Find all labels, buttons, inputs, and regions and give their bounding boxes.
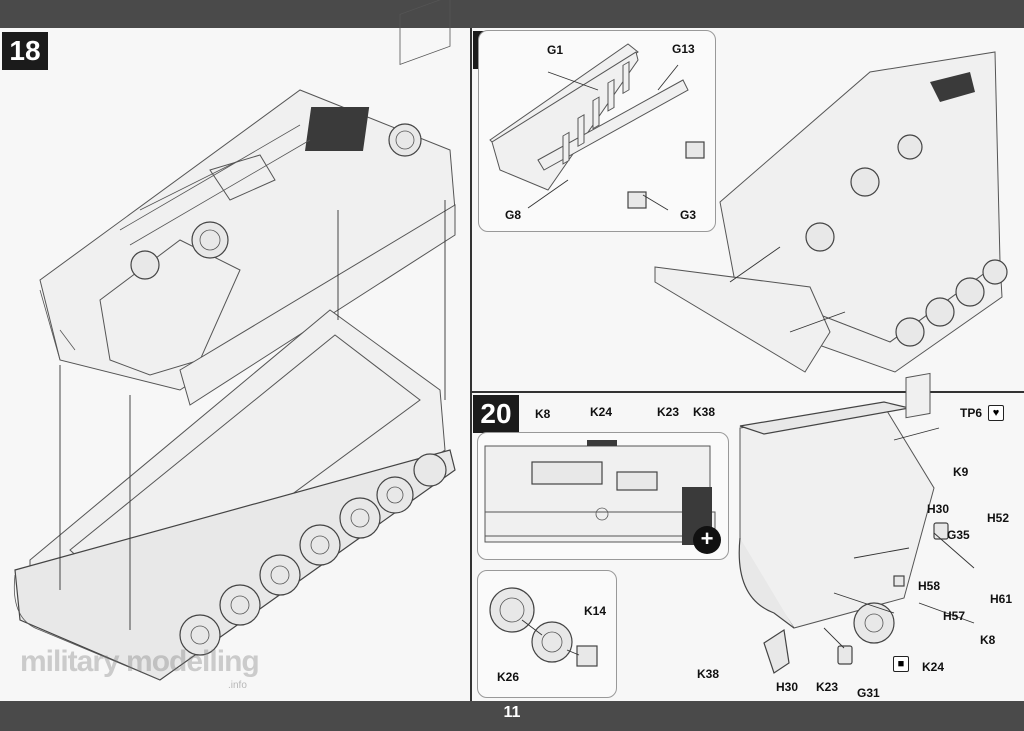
step-19-assembly-illustration (654, 51, 1008, 373)
step-20-wheel-illustration (489, 587, 598, 667)
zoom-in-icon: + (693, 526, 721, 554)
callout-k14: K14 (584, 604, 607, 618)
callout-k24-detail: K24 (922, 660, 945, 674)
glue-tube-icon: ■ (893, 656, 909, 672)
callout-k38-detail: K38 (697, 667, 720, 681)
callout-h57: H57 (943, 609, 966, 623)
callout-h61: H61 (990, 592, 1013, 606)
step-20-detail-illustration (738, 372, 975, 674)
callout-k26: K26 (497, 670, 520, 684)
paint-drop-icon: ♥ (988, 405, 1004, 421)
callout-h52: H52 (987, 511, 1010, 525)
step-18-number: 18 (2, 32, 48, 70)
callout-tp6: TP6 (960, 406, 983, 420)
divider-horizontal (472, 391, 1024, 393)
callout-h30: H30 (927, 502, 950, 516)
callout-k9: K9 (953, 465, 969, 479)
callout-g31: G31 (857, 686, 880, 700)
callout-k8-detail: K8 (980, 633, 996, 647)
callout-h30-detail: H30 (776, 680, 799, 694)
callout-h58: H58 (918, 579, 941, 593)
callout-k24: K24 (590, 405, 613, 419)
step-20-number: 20 (473, 395, 519, 433)
step-18-illustration (13, 0, 456, 681)
top-band (0, 0, 1024, 28)
step-20-rear-view-illustration (484, 440, 716, 545)
callout-g1: G1 (547, 43, 564, 57)
watermark: military modelling (20, 645, 260, 678)
divider-vertical (470, 28, 472, 701)
callout-g3: G3 (680, 208, 697, 222)
callout-g8: G8 (505, 208, 522, 222)
callout-k8: K8 (535, 407, 551, 421)
callout-k38: K38 (693, 405, 716, 419)
step-19-parts-illustration (489, 43, 705, 211)
bottom-band (0, 701, 1024, 731)
page-number: 11 (503, 704, 521, 721)
callout-g13: G13 (672, 42, 695, 56)
callout-k23: K23 (657, 405, 680, 419)
watermark-suffix: .info (228, 680, 247, 691)
callout-g35: G35 (947, 528, 970, 542)
callout-k23-detail: K23 (816, 680, 839, 694)
